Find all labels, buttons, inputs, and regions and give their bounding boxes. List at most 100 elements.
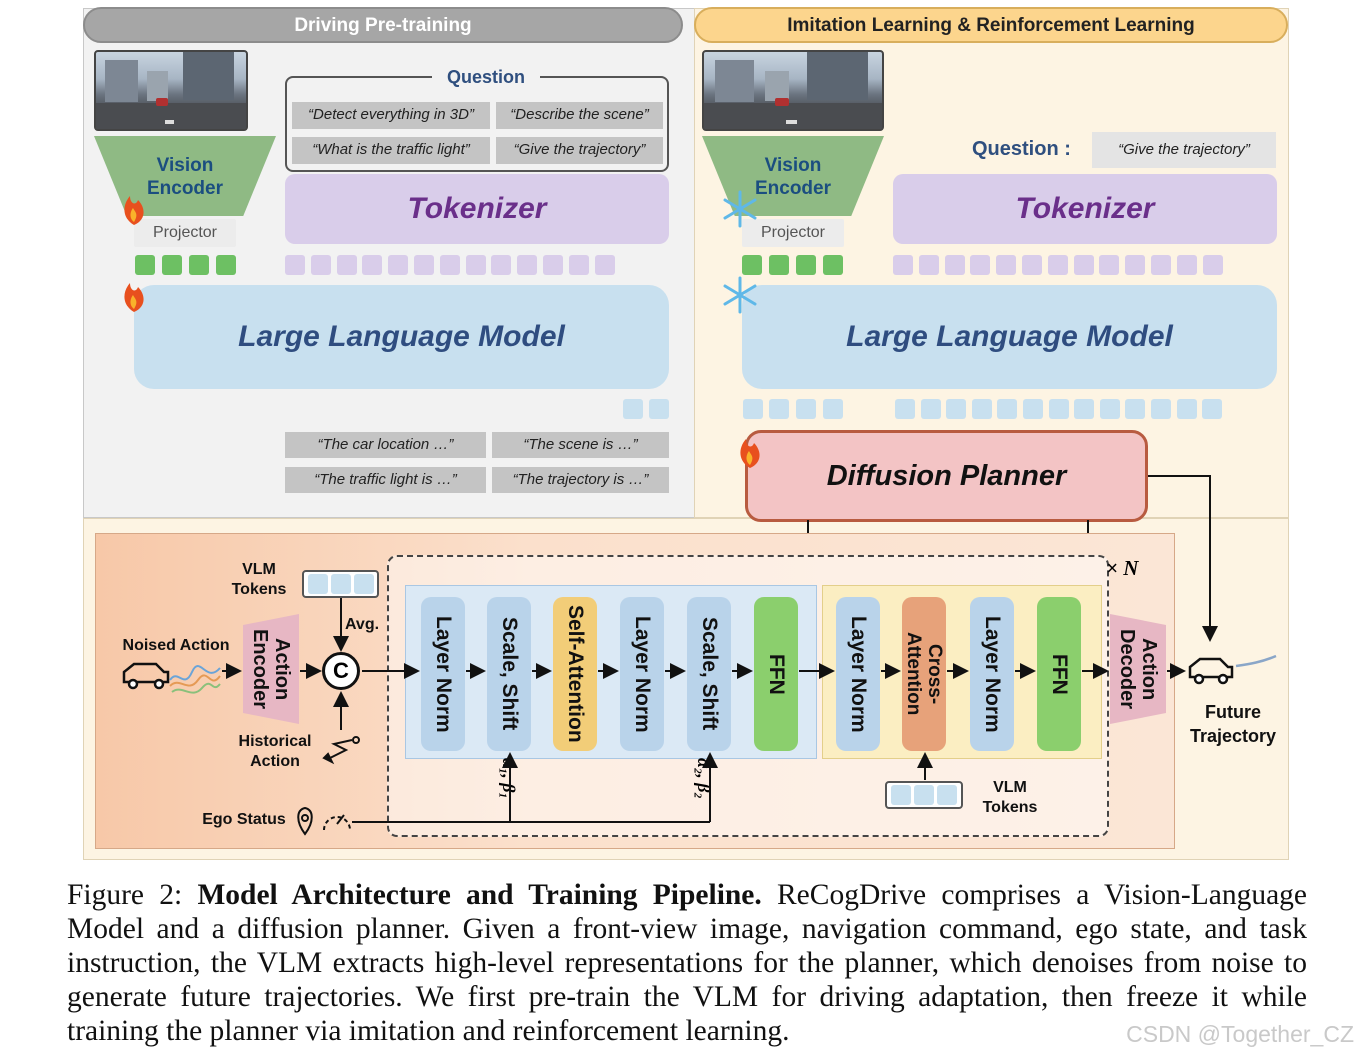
question-pill: “What is the traffic light” [292,137,490,164]
layer-norm-block: Layer Norm [620,597,664,751]
tokenizer: Tokenizer [893,174,1277,244]
token [1048,399,1069,419]
vlm-tokens-label: VLM Tokens [231,561,287,598]
action-decoder: Action Decoder [1110,614,1166,724]
layer-norm-block: Layer Norm [970,597,1014,751]
token [1023,399,1043,419]
token [1125,255,1146,275]
question-pill: “Give the trajectory” [496,137,663,164]
scale-shift-block: Scale, Shift [487,597,531,751]
large-language-model: Large Language Model [134,285,669,389]
fire-icon [124,283,144,312]
self-attention-block: Self-Attention [553,597,597,751]
caption-prefix: Figure 2: [67,879,198,911]
token [971,399,992,419]
cross-attention-block: Cross- Attention [902,597,946,751]
answer-pill: “The car location …” [285,432,486,458]
projector: Projector [742,219,844,247]
speedometer-icon [323,814,351,831]
concat-node: C [322,652,360,690]
text-tokens [893,255,1233,277]
token [997,399,1018,419]
ffn-block: FFN [754,597,798,751]
location-pin-icon [297,806,313,836]
token [946,399,967,419]
ego-status-label: Ego Status [202,811,286,828]
future-trajectory-label: Future Trajectory [1189,702,1277,746]
projector: Projector [134,219,236,247]
token [1047,255,1068,275]
token [1202,255,1223,275]
answer-pill: “The trajectory is …” [492,467,669,493]
diffusion-planner: Diffusion Planner [745,430,1148,522]
token [1151,399,1171,419]
text-tokens [285,255,625,277]
answer-pill: “The scene is …” [492,432,669,458]
token [920,399,941,419]
layer-norm-block: Layer Norm [421,597,465,751]
front-view-image [702,50,884,131]
car-icon [122,662,170,690]
fire-icon [740,439,760,468]
token [1099,399,1120,419]
watermark: CSDN @Together_CZ [1126,1021,1354,1047]
token [336,255,357,275]
noised-action-label: Noised Action [122,637,230,654]
token [285,255,305,275]
large-language-model: Large Language Model [742,285,1277,389]
token [543,255,563,275]
token [362,255,383,275]
token [893,255,913,275]
action-encoder: Action Encoder [243,614,299,724]
figure-caption: Figure 2: Model Architecture and Trainin… [67,878,1307,1048]
il-rl-header: Imitation Learning & Reinforcement Learn… [694,7,1288,43]
tokenizer: Tokenizer [285,174,669,244]
times-n-label: × N [1106,556,1139,580]
token [1099,255,1120,275]
token [465,255,486,275]
vlm-tokens-label: VLM Tokens [982,779,1038,816]
output-tokens [743,399,853,421]
avg-label: Avg. [344,616,380,633]
answer-pill: “The traffic light is …” [285,467,486,493]
projector-tokens [742,255,844,277]
question-pill: “Detect everything in 3D” [292,102,490,129]
snowflake-icon [723,276,757,314]
token [1176,255,1197,275]
token [414,255,434,275]
historical-action-label: Historical Action [238,733,312,770]
token [1151,255,1171,275]
token [310,255,331,275]
projector-tokens [135,255,237,277]
token [996,255,1017,275]
token [439,255,460,275]
token [517,255,538,275]
token [594,255,615,275]
output-tokens [623,399,673,421]
historical-action-icon [322,736,360,765]
snowflake-icon [723,190,757,228]
caption-title: Model Architecture and Training Pipeline… [197,879,762,911]
output-tokens [895,399,1235,421]
token [1073,255,1094,275]
question-title: Question [432,65,540,89]
layer-norm-block: Layer Norm [836,597,880,751]
token [1022,255,1042,275]
ffn-block: FFN [1037,597,1081,751]
token [970,255,991,275]
token [1074,399,1095,419]
trajectory-line-icon [1235,654,1277,668]
token [568,255,589,275]
future-car-icon [1188,657,1234,685]
pretraining-header: Driving Pre-training [83,7,683,43]
question-label: Question : [972,138,1071,160]
token [1176,399,1197,419]
question-pill: “Describe the scene” [496,102,663,129]
fire-icon [124,196,144,225]
question-pill: “Give the trajectory” [1092,132,1276,168]
caption-text: ReCogDrive comprises a Vision-Language M… [67,879,1308,1047]
token [944,255,965,275]
vision-encoder: Vision Encoder [94,136,276,216]
vlm-tokens-box [302,570,379,598]
